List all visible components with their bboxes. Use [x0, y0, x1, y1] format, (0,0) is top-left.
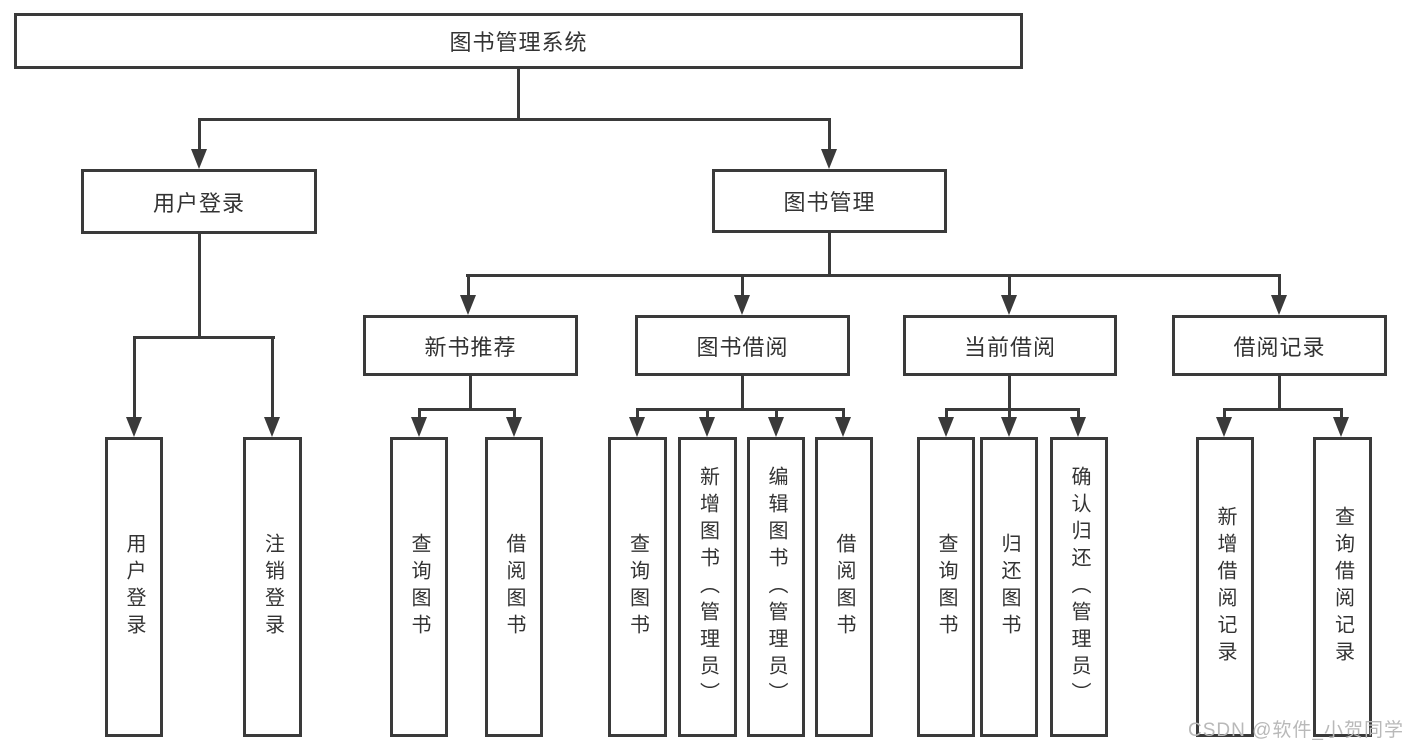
arrow-down-icon	[1333, 417, 1349, 437]
leaf-confirm-return-admin: 确认归还（管理员）	[1050, 437, 1108, 737]
arrow-down-icon	[1001, 417, 1017, 437]
arrow-down-icon	[699, 417, 715, 437]
leaf-borrow-books-1: 借阅图书	[485, 437, 543, 737]
leaf-query-borrow-record: 查询借阅记录	[1313, 437, 1372, 737]
arrow-down-icon	[1070, 417, 1086, 437]
leaf-logout: 注销登录	[243, 437, 302, 737]
edge-section-branch	[1223, 408, 1343, 411]
section-label: 图书借阅	[696, 334, 789, 360]
node-user-login-label: 用户登录	[152, 190, 245, 216]
edge-section-branch	[636, 408, 845, 411]
arrow-down-icon	[506, 417, 522, 437]
edge-to-section	[741, 274, 744, 309]
node-borrow-records: 借阅记录	[1172, 315, 1387, 376]
node-book-borrow: 图书借阅	[635, 315, 850, 376]
arrow-down-icon	[1271, 295, 1287, 315]
edge-root-stem	[517, 69, 520, 118]
edge-root-branch	[198, 118, 831, 121]
leaf-label: 查询借阅记录	[1331, 506, 1354, 668]
edge-section-stem	[1008, 376, 1011, 408]
edge-root-to-book-mgmt	[828, 118, 831, 163]
leaf-label: 查询图书	[408, 533, 430, 641]
node-root: 图书管理系统	[14, 13, 1023, 69]
edge-section-stem	[1278, 376, 1281, 408]
node-user-login: 用户登录	[81, 169, 317, 234]
edge-book-mgmt-branch	[466, 274, 1281, 277]
leaf-label: 用户登录	[123, 533, 145, 641]
edge-section-branch	[418, 408, 515, 411]
edge-to-section	[1278, 274, 1281, 309]
arrow-down-icon	[126, 417, 142, 437]
node-root-label: 图书管理系统	[449, 30, 588, 55]
edge-to-section	[1008, 274, 1011, 309]
leaf-label: 借阅图书	[833, 533, 855, 641]
arrow-down-icon	[460, 295, 476, 315]
arrow-down-icon	[938, 417, 954, 437]
leaf-label: 查询图书	[626, 533, 649, 641]
arrow-down-icon	[264, 417, 280, 437]
arrow-down-icon	[768, 417, 784, 437]
leaf-label: 注销登录	[261, 533, 284, 641]
leaf-label: 查询图书	[935, 533, 957, 641]
edge-to-leaf	[271, 336, 274, 431]
leaf-user-login: 用户登录	[105, 437, 163, 737]
section-label: 新书推荐	[424, 334, 517, 360]
edge-section-stem	[469, 376, 472, 408]
leaf-label: 确认归还（管理员）	[1068, 465, 1090, 709]
arrow-down-icon	[1216, 417, 1232, 437]
leaf-add-books-admin: 新增图书（管理员）	[678, 437, 737, 737]
edge-to-section	[467, 274, 470, 309]
edge-user-login-stem	[198, 234, 201, 336]
arrow-down-icon	[821, 149, 837, 169]
arrow-down-icon	[1001, 295, 1017, 315]
edge-section-branch	[945, 408, 1080, 411]
leaf-label: 编辑图书（管理员）	[765, 465, 787, 709]
section-label: 当前借阅	[963, 334, 1056, 360]
node-book-management: 图书管理	[712, 169, 947, 233]
section-label: 借阅记录	[1233, 334, 1326, 360]
node-current-borrow: 当前借阅	[903, 315, 1117, 376]
leaf-query-books-1: 查询图书	[390, 437, 448, 737]
leaf-edit-books-admin: 编辑图书（管理员）	[747, 437, 805, 737]
edge-to-leaf	[133, 336, 136, 431]
leaf-label: 新增图书（管理员）	[696, 465, 719, 709]
leaf-return-books: 归还图书	[980, 437, 1038, 737]
leaf-add-borrow-record: 新增借阅记录	[1196, 437, 1254, 737]
edge-user-login-branch	[133, 336, 275, 339]
edge-book-mgmt-stem	[828, 233, 831, 274]
node-book-management-label: 图书管理	[783, 190, 876, 215]
arrow-down-icon	[629, 417, 645, 437]
leaf-query-books-3: 查询图书	[917, 437, 975, 737]
leaf-borrow-books-2: 借阅图书	[815, 437, 873, 737]
leaf-query-books-2: 查询图书	[608, 437, 667, 737]
csdn-watermark: CSDN @软件_小贺同学	[1188, 720, 1404, 741]
edge-section-stem	[741, 376, 744, 408]
arrow-down-icon	[734, 295, 750, 315]
leaf-label: 新增借阅记录	[1214, 506, 1236, 668]
leaf-label: 归还图书	[998, 533, 1020, 641]
edge-root-to-user-login	[198, 118, 201, 163]
arrow-down-icon	[835, 417, 851, 437]
node-new-book-recommend: 新书推荐	[363, 315, 578, 376]
arrow-down-icon	[411, 417, 427, 437]
leaf-label: 借阅图书	[503, 533, 525, 641]
arrow-down-icon	[191, 149, 207, 169]
